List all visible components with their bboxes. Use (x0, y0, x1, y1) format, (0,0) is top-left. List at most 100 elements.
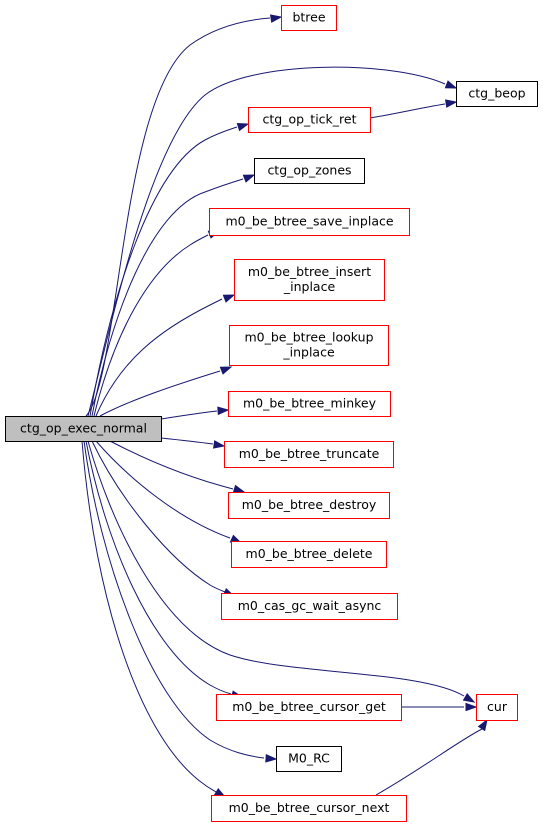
edge-ctg_op_exec_normal-to-m0_be_btree_delete (95, 440, 243, 544)
nodes-layer: ctg_op_exec_normal btree ctg_beop ctg_op_ti… (5, 5, 538, 822)
edge-arrowhead (444, 99, 458, 108)
node-cur[interactable]: cur (476, 694, 518, 721)
edge-ctg_op_exec_normal-to-M0_RC (83, 440, 278, 763)
node-M0_RC: M0_RC (276, 746, 342, 772)
node-box (5, 416, 162, 442)
edge-arrowhead (219, 366, 233, 375)
node-label: ctg_op_tick_ret (263, 112, 357, 127)
node-label: ctg_op_exec_normal (20, 421, 147, 436)
edge-m0_be_btree_cursor_next-to-cur (375, 718, 488, 796)
node-label: btree (292, 10, 325, 25)
edge-arrowhead (265, 753, 278, 763)
node-label: m0_be_btree_cursor_get (232, 699, 386, 714)
node-ctg_op_tick_ret[interactable]: ctg_op_tick_ret (248, 107, 371, 133)
node-ctg_op_exec_normal: ctg_op_exec_normal (5, 416, 162, 442)
node-btree[interactable]: btree (281, 5, 337, 31)
node-box (234, 259, 385, 301)
node-box (221, 593, 398, 620)
edge-line (81, 440, 217, 793)
edge-line (87, 440, 465, 697)
node-label: cur (487, 699, 508, 714)
node-ctg_op_zones: ctg_op_zones (254, 158, 365, 184)
node-label: m0_cas_gc_wait_async (238, 598, 382, 613)
node-box (456, 81, 538, 107)
node-box (209, 208, 410, 236)
node-box (281, 5, 337, 31)
node-label: ctg_beop (468, 86, 525, 101)
node-m0_be_btree_lookup_inplace[interactable]: m0_be_btree_lookup_inplace (229, 325, 389, 366)
node-label: m0_be_btree_truncate (239, 446, 380, 461)
edge-line (91, 440, 226, 593)
node-box (228, 492, 390, 519)
node-box (216, 694, 402, 721)
node-box (211, 795, 407, 822)
edge-ctg_op_exec_normal-to-ctg_op_tick_ret (89, 122, 250, 417)
edge-line (160, 410, 218, 420)
node-label: m0_be_btree_minkey (243, 396, 377, 411)
node-box (276, 746, 342, 772)
edge-line (89, 126, 238, 417)
edge-line (369, 103, 446, 119)
node-box (224, 441, 394, 468)
node-m0_be_btree_destroy[interactable]: m0_be_btree_destroy (228, 492, 390, 519)
edge-ctg_op_exec_normal-to-m0_be_btree_destroy (109, 440, 246, 494)
edge-line (375, 728, 483, 796)
edge-ctg_op_exec_normal-to-m0_be_btree_save_inplace (93, 230, 221, 417)
node-label: m0_be_btree_cursor_next (229, 800, 390, 815)
edge-ctg_op_exec_normal-to-m0_be_btree_insert_inplace (95, 294, 236, 417)
node-m0_be_btree_cursor_next[interactable]: m0_be_btree_cursor_next (211, 795, 407, 822)
node-label: _inplace (282, 345, 335, 360)
node-label: m0_be_btree_lookup (244, 330, 373, 345)
edge-ctg_op_exec_normal-to-m0_be_btree_minkey (160, 406, 230, 420)
edge-arrowhead (232, 484, 246, 494)
node-label: ctg_op_zones (267, 163, 351, 178)
edge-ctg_op_exec_normal-to-ctg_op_zones (91, 174, 256, 417)
edge-m0_be_btree_cursor_get-to-cur (401, 702, 478, 712)
node-m0_cas_gc_wait_async[interactable]: m0_cas_gc_wait_async (221, 593, 398, 620)
edge-line (99, 370, 221, 417)
edge-line (109, 440, 234, 490)
node-label: m0_be_btree_insert (248, 264, 371, 279)
edge-ctg_op_exec_normal-to-m0_be_btree_truncate (160, 437, 226, 449)
edge-line (91, 178, 244, 417)
node-box (228, 391, 391, 417)
node-label: _inplace (283, 279, 336, 294)
edge-arrowhead (222, 294, 236, 303)
node-m0_be_btree_delete[interactable]: m0_be_btree_delete (231, 541, 387, 568)
edge-arrowhead (269, 14, 283, 23)
node-m0_be_btree_minkey[interactable]: m0_be_btree_minkey (228, 391, 391, 417)
edge-arrowhead (465, 702, 478, 712)
edge-ctg_op_exec_normal-to-m0_be_btree_lookup_inplace (99, 366, 233, 417)
node-m0_be_btree_insert_inplace[interactable]: m0_be_btree_insert_inplace (234, 259, 385, 301)
node-box (248, 107, 371, 133)
node-box (254, 158, 365, 184)
node-ctg_beop: ctg_beop (456, 81, 538, 107)
edge-ctg_op_exec_normal-to-m0_be_btree_cursor_get (85, 440, 244, 699)
node-m0_be_btree_save_inplace[interactable]: m0_be_btree_save_inplace (209, 208, 410, 236)
node-m0_be_btree_cursor_get[interactable]: m0_be_btree_cursor_get (216, 694, 402, 721)
edge-arrowhead (477, 718, 488, 732)
edge-arrowhead (236, 122, 250, 132)
edge-ctg_op_exec_normal-to-cur (87, 440, 476, 703)
edge-line (160, 437, 214, 445)
edge-line (95, 298, 223, 417)
edge-arrowhead (212, 440, 226, 449)
edge-arrowhead (444, 80, 458, 89)
edge-line (83, 440, 265, 759)
edge-arrowhead (217, 406, 230, 416)
node-label: m0_be_btree_save_inplace (225, 214, 393, 229)
node-box (476, 694, 518, 721)
edge-ctg_op_tick_ret-to-ctg_beop (369, 99, 458, 119)
edges-layer (81, 14, 488, 798)
node-box (229, 325, 389, 366)
node-m0_be_btree_truncate[interactable]: m0_be_btree_truncate (224, 441, 394, 468)
edge-ctg_op_exec_normal-to-ctg_beop (87, 66, 458, 417)
node-label: m0_be_btree_delete (246, 546, 373, 561)
edge-line (85, 440, 232, 695)
edge-line (93, 234, 209, 417)
edge-line (95, 440, 231, 539)
node-box (231, 541, 387, 568)
edge-line (87, 66, 446, 417)
node-label: M0_RC (288, 751, 330, 766)
